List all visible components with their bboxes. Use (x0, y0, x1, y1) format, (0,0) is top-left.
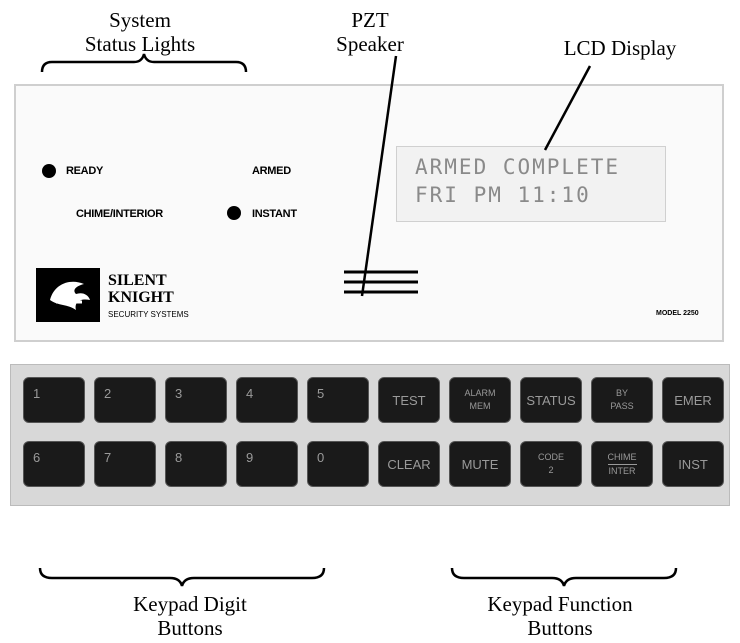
key-by[interactable]: BY PASS (591, 377, 653, 423)
lcd-line-1: ARMED COMPLETE (415, 155, 621, 179)
key-label: INST (678, 456, 708, 472)
label-lcd-display: LCD Display (563, 36, 677, 60)
label-pzt-speaker-line-1: PZT (351, 8, 389, 32)
key-5[interactable]: 5 (307, 377, 369, 423)
key-label: STATUS (526, 392, 576, 408)
key-label: MUTE (461, 456, 499, 472)
instant-lamp-icon (227, 206, 241, 220)
key-label: 9 (246, 450, 254, 465)
key-label: 3 (175, 386, 183, 401)
pzt-speaker-icon (344, 270, 418, 294)
control-panel: READY ARMED CHIME/INTERIOR INSTANT ARMED… (14, 84, 724, 342)
label-keypad-function-buttons-line-2: Buttons (527, 616, 593, 640)
key-label-secondary: INTER (608, 465, 636, 476)
key-label: TEST (392, 392, 426, 408)
label-system-status-lights-line-1: System (109, 8, 171, 32)
key-0[interactable]: 0 (307, 441, 369, 487)
key-8[interactable]: 8 (165, 441, 227, 487)
keypad-digit-brace (38, 567, 326, 587)
label-keypad-digit-buttons-line-2: Buttons (157, 616, 223, 640)
key-label: ALARM (464, 388, 496, 398)
brand-subtitle: SECURITY SYSTEMS (108, 310, 189, 319)
keypad: 1 2 3 4 5 TEST ALARM MEM STATUS BY PASS EMER 6 7 8 9 0 CL… (10, 364, 730, 506)
key-label: 1 (33, 386, 41, 401)
keypad-function-brace (450, 567, 678, 587)
key-label: 0 (317, 450, 325, 465)
key-label-secondary: MEM (469, 401, 491, 411)
key-9[interactable]: 9 (236, 441, 298, 487)
armed-label: ARMED (252, 165, 291, 177)
key-label: 5 (317, 386, 325, 401)
brand-line-1: SILENT (108, 272, 167, 289)
label-system-status-lights-line-2: Status Lights (84, 32, 196, 56)
key-label: BY (615, 388, 628, 398)
model-number: MODEL 2250 (656, 310, 699, 317)
label-keypad-function-buttons-line-1: Keypad Function (487, 592, 633, 616)
key-label: CLEAR (387, 456, 431, 472)
key-label-secondary: PASS (610, 401, 634, 411)
pzt-speaker-leader (360, 55, 398, 297)
key-test[interactable]: TEST (378, 377, 440, 423)
brand-name: SILENT KNIGHT (108, 272, 174, 306)
key-label-secondary: 2 (548, 465, 554, 475)
key-label: CHIME (607, 451, 637, 465)
status-lights-brace (40, 53, 248, 73)
label-keypad-digit-buttons-line-1: Keypad Digit (133, 592, 247, 616)
key-label: 4 (246, 386, 254, 401)
key-status[interactable]: STATUS (520, 377, 582, 423)
key-3[interactable]: 3 (165, 377, 227, 423)
key-label: 2 (104, 386, 112, 401)
key-emer[interactable]: EMER (662, 377, 724, 423)
key-alarm[interactable]: ALARM MEM (449, 377, 511, 423)
key-label: EMER (674, 392, 712, 408)
knight-emblem-icon (50, 281, 90, 310)
key-7[interactable]: 7 (94, 441, 156, 487)
key-label: 7 (104, 450, 112, 465)
key-inst[interactable]: INST (662, 441, 724, 487)
key-mute[interactable]: MUTE (449, 441, 511, 487)
key-4[interactable]: 4 (236, 377, 298, 423)
brand-line-2: KNIGHT (108, 289, 174, 306)
label-pzt-speaker-line-2: Speaker (336, 32, 404, 56)
lcd-display-leader (543, 65, 592, 151)
key-label: 6 (33, 450, 41, 465)
key-1[interactable]: 1 (23, 377, 85, 423)
silent-knight-logo (36, 268, 100, 322)
key-label: CODE (537, 452, 564, 462)
key-clear[interactable]: CLEAR (378, 441, 440, 487)
key-2[interactable]: 2 (94, 377, 156, 423)
ready-lamp-icon (42, 164, 56, 178)
ready-label: READY (66, 165, 104, 177)
lcd-display: ARMED COMPLETE FRI PM 11:10 (396, 146, 666, 222)
key-6[interactable]: 6 (23, 441, 85, 487)
key-code[interactable]: CODE 2 (520, 441, 582, 487)
lcd-line-2: FRI PM 11:10 (415, 183, 591, 207)
key-label: 8 (175, 450, 183, 465)
instant-label: INSTANT (252, 208, 297, 220)
chime-interior-label: CHIME/INTERIOR (76, 208, 163, 220)
